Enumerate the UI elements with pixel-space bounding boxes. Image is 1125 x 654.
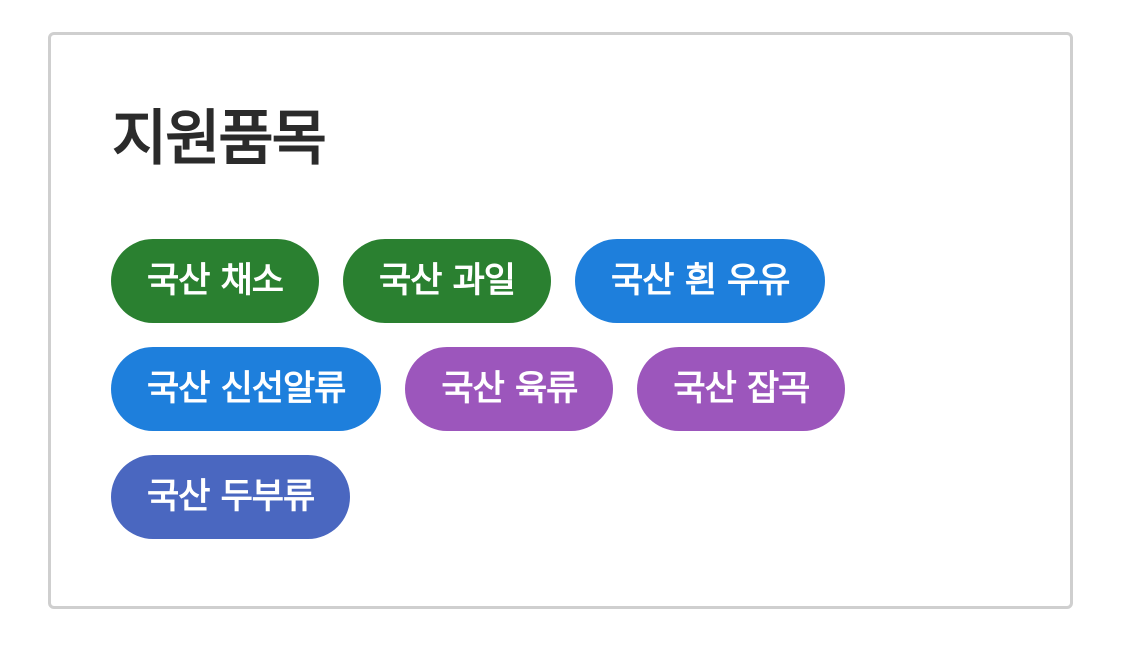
item-chip-list: 국산 채소 국산 과일 국산 흰 우유 국산 신선알류 국산 육류 국산 잡곡 … xyxy=(111,239,1011,539)
card-title: 지원품목 xyxy=(112,104,327,174)
chip-vegetables[interactable]: 국산 채소 xyxy=(111,239,319,323)
chip-fruits[interactable]: 국산 과일 xyxy=(343,239,551,323)
chip-fresh-eggs[interactable]: 국산 신선알류 xyxy=(111,347,382,431)
chip-grains[interactable]: 국산 잡곡 xyxy=(637,347,846,431)
chip-meat[interactable]: 국산 육류 xyxy=(405,347,614,431)
chip-tofu[interactable]: 국산 두부류 xyxy=(111,455,351,539)
chip-white-milk[interactable]: 국산 흰 우유 xyxy=(575,239,826,323)
support-items-card: 지원품목 국산 채소 국산 과일 국산 흰 우유 국산 신선알류 국산 육류 국… xyxy=(48,32,1073,609)
